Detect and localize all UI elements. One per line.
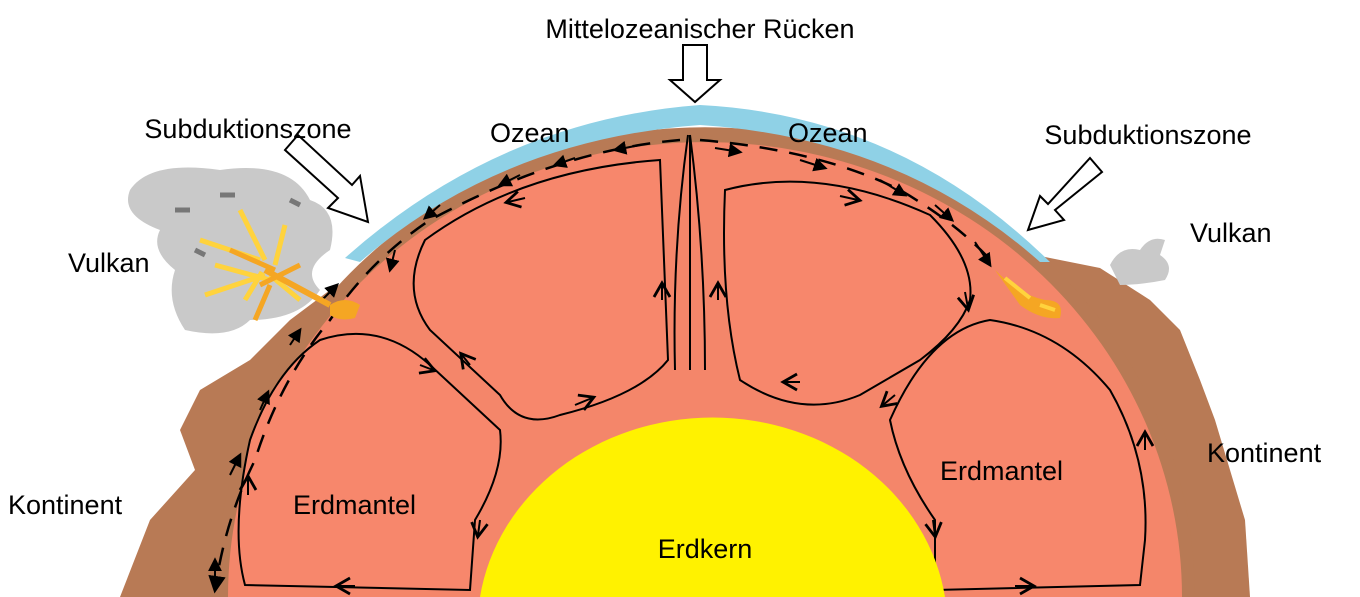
volcano-label-right: Vulkan [1190, 218, 1272, 248]
volcano-label-left: Vulkan [68, 248, 150, 278]
subduction-label-left: Subduktionszone [144, 114, 351, 144]
ridge-arrow [670, 45, 720, 102]
ocean-label-left: Ozean [490, 118, 570, 148]
ridge-label: Mittelozeanischer Rücken [545, 14, 854, 44]
core-label: Erdkern [658, 534, 753, 564]
continent-label-left: Kontinent [8, 490, 123, 520]
mantle-label-left: Erdmantel [293, 490, 416, 520]
mantle-label-right: Erdmantel [940, 456, 1063, 486]
continent-label-right: Kontinent [1207, 438, 1322, 468]
subduction-arrow-right [1028, 158, 1102, 230]
ocean-label-right: Ozean [788, 118, 868, 148]
subduction-label-right: Subduktionszone [1044, 120, 1251, 150]
